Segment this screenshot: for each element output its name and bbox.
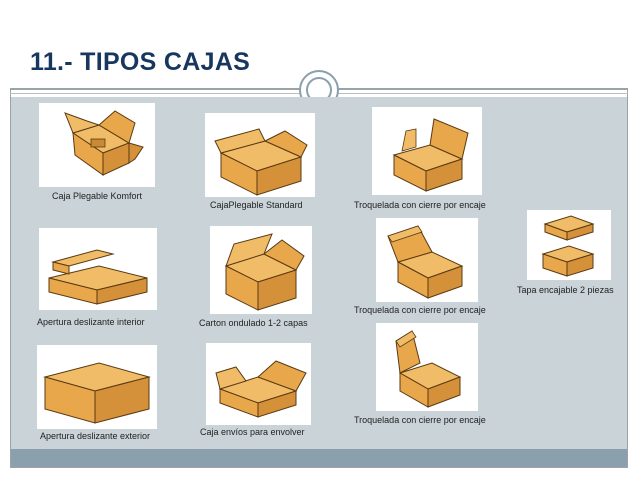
caption-standard: CajaPlegable Standard [210, 200, 303, 210]
box-image-two-piece [527, 210, 611, 280]
caption-diecut-2: Troquelada con cierre por encaje [354, 305, 486, 315]
die-cut-box-icon [392, 118, 469, 192]
box-image-komfort [39, 103, 155, 187]
standard-box-icon [214, 128, 308, 196]
wrap-mailer-box-icon [215, 360, 307, 418]
caption-sliding-outer: Apertura deslizante exterior [40, 431, 151, 441]
bottom-bar [11, 449, 627, 467]
box-image-diecut-3 [376, 323, 478, 411]
sliding-inner-box-icon [48, 249, 148, 305]
komfort-box-icon [64, 110, 144, 176]
caption-corrugated: Carton ondulado 1-2 capas [199, 318, 308, 328]
two-piece-lid-box-icon [541, 215, 595, 277]
caption-wrap-mailer: Caja envíos para envolver [200, 427, 305, 437]
box-image-diecut-2 [376, 218, 478, 302]
slide-title: 11.- TIPOS CAJAS [30, 48, 251, 76]
caption-two-piece: Tapa encajable 2 piezas [517, 285, 614, 295]
caption-diecut-1: Troquelada con cierre por encaje [354, 200, 486, 210]
box-image-sliding-inner [39, 228, 157, 310]
sliding-outer-box-icon [43, 362, 151, 424]
die-cut-box-icon [387, 225, 464, 299]
box-image-sliding-outer [37, 345, 157, 429]
corrugated-box-icon [224, 233, 305, 311]
caption-diecut-3: Troquelada con cierre por encaje [354, 415, 486, 425]
box-image-corrugated [210, 226, 312, 314]
caption-komfort: Caja Plegable Komfort [52, 191, 143, 201]
die-cut-box-icon [395, 330, 462, 408]
caption-sliding-inner: Apertura deslizante interior [37, 317, 145, 327]
box-image-diecut-1 [372, 107, 482, 195]
box-image-wrap-mailer [206, 343, 311, 425]
box-image-standard [205, 113, 315, 197]
